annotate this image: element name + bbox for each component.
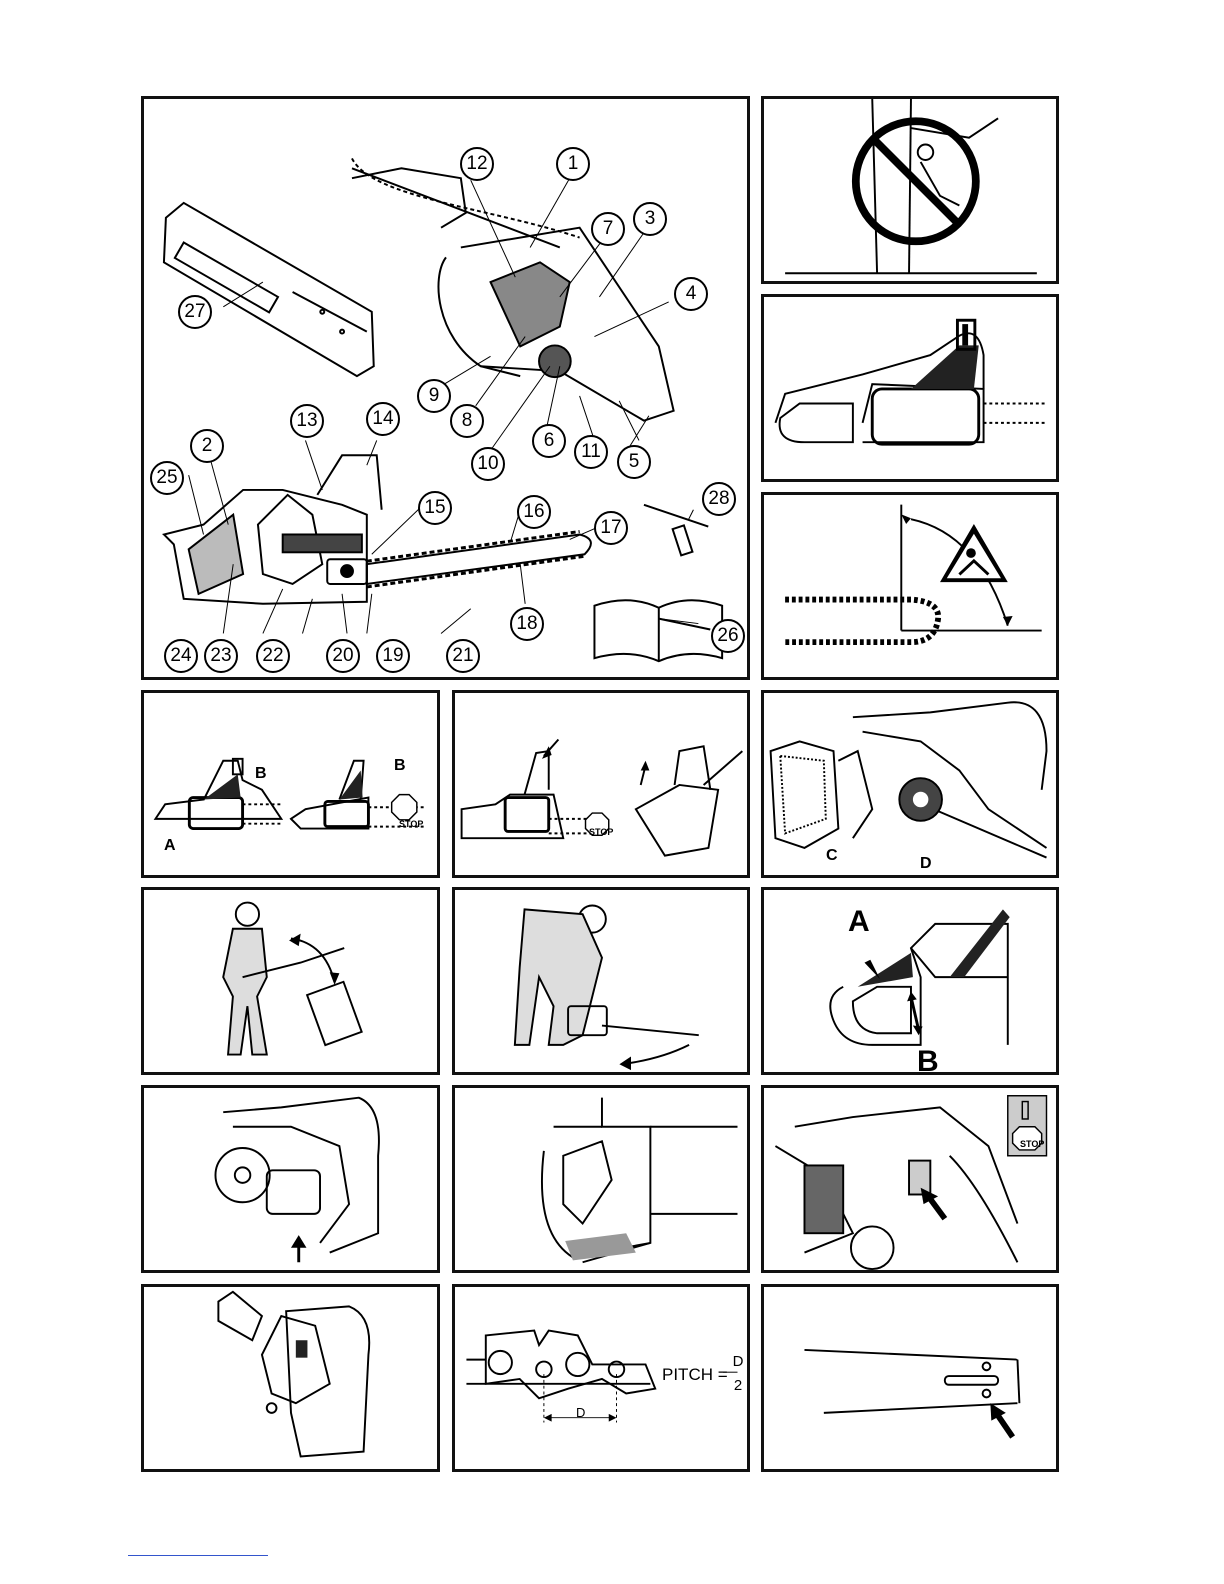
kickback-diagram xyxy=(764,495,1056,677)
operator-bucking-panel xyxy=(452,887,750,1075)
callout-27: 27 xyxy=(178,295,212,329)
muffler-drawing xyxy=(144,1287,437,1469)
callout-5: 5 xyxy=(617,445,651,479)
upper-saw xyxy=(352,158,674,420)
stop-switch-panel: STOP xyxy=(761,1085,1059,1273)
pitch-label: PITCH = xyxy=(662,1365,728,1385)
callout-2: 2 xyxy=(190,429,224,463)
stop-label: STOP xyxy=(1020,1139,1044,1149)
throttle-panel xyxy=(761,294,1059,482)
callout-17: 17 xyxy=(594,511,628,545)
brake-test-panel: STOP xyxy=(452,690,750,878)
callout-21: 21 xyxy=(446,639,480,673)
no-climbing-icon xyxy=(764,99,1056,281)
stop-sign-icon xyxy=(392,795,417,820)
callout-26: 26 xyxy=(711,619,745,653)
kickback-panel xyxy=(761,492,1059,680)
callout-19: 19 xyxy=(376,639,410,673)
callout-7: 7 xyxy=(591,212,625,246)
callout-12: 12 xyxy=(460,147,494,181)
pitch-panel: PITCH = D 2 D xyxy=(452,1284,750,1472)
callout-4: 4 xyxy=(674,277,708,311)
callout-23: 23 xyxy=(204,639,238,673)
callout-28: 28 xyxy=(702,482,736,516)
callout-1: 1 xyxy=(556,147,590,181)
pitch-numerator: D xyxy=(730,1353,746,1370)
throttle-closeup-drawing xyxy=(764,297,1056,479)
lower-saw xyxy=(164,455,591,603)
callout-11: 11 xyxy=(574,435,608,469)
label-d: D xyxy=(920,855,932,873)
clutch-panel: C D xyxy=(761,690,1059,878)
muffler-panel xyxy=(141,1284,440,1472)
manual-book-icon xyxy=(594,600,722,661)
operator-cut-panel xyxy=(141,887,440,1075)
stop-label: STOP xyxy=(399,819,423,829)
callout-20: 20 xyxy=(326,639,360,673)
chain-catcher-panel xyxy=(141,1085,440,1273)
label-a: A xyxy=(848,905,870,939)
no-climbing-panel xyxy=(761,96,1059,284)
operator-upright-drawing xyxy=(144,890,437,1072)
callout-14: 14 xyxy=(366,402,400,436)
callout-22: 22 xyxy=(256,639,290,673)
callout-3: 3 xyxy=(633,202,667,236)
pitch-denominator: 2 xyxy=(730,1377,746,1394)
bar-hole-panel xyxy=(761,1284,1059,1472)
callout-8: 8 xyxy=(450,404,484,438)
bar-hole-drawing xyxy=(764,1287,1056,1469)
callout-6: 6 xyxy=(532,424,566,458)
clutch-drawing xyxy=(764,693,1056,875)
callout-13: 13 xyxy=(290,404,324,438)
callout-10: 10 xyxy=(471,447,505,481)
chain-catcher-drawing xyxy=(144,1088,437,1270)
label-b-left: B xyxy=(255,765,267,783)
label-b-right: B xyxy=(394,757,406,775)
handguard-drawing xyxy=(764,890,1056,1072)
brake-test-drawing xyxy=(455,693,747,875)
bar-cover-drawing xyxy=(455,1088,747,1270)
callout-24: 24 xyxy=(164,639,198,673)
dimension-d: D xyxy=(576,1405,585,1420)
callout-16: 16 xyxy=(517,495,551,529)
operator-bending-drawing xyxy=(455,890,747,1072)
overview-panel: 12 1 7 3 4 9 8 10 6 11 5 27 13 14 2 25 1… xyxy=(141,96,750,680)
chain-brake-drawing xyxy=(144,693,437,875)
kickback-warning-icon xyxy=(940,524,1008,582)
footer-rule xyxy=(128,1555,268,1556)
guide-bar-27 xyxy=(164,203,374,376)
callout-9: 9 xyxy=(417,379,451,413)
callout-18: 18 xyxy=(510,607,544,641)
chain-brake-panel: B B A STOP xyxy=(141,690,440,878)
handguard-panel: A B xyxy=(761,887,1059,1075)
callout-15: 15 xyxy=(418,491,452,525)
bar-cover-panel xyxy=(452,1085,750,1273)
stop-label: STOP xyxy=(589,827,613,837)
callout-25: 25 xyxy=(150,461,184,495)
label-c: C xyxy=(826,847,838,865)
label-a: A xyxy=(164,837,176,855)
wrench-28 xyxy=(644,505,708,556)
label-b: B xyxy=(917,1045,939,1075)
stop-switch-drawing xyxy=(764,1088,1056,1270)
